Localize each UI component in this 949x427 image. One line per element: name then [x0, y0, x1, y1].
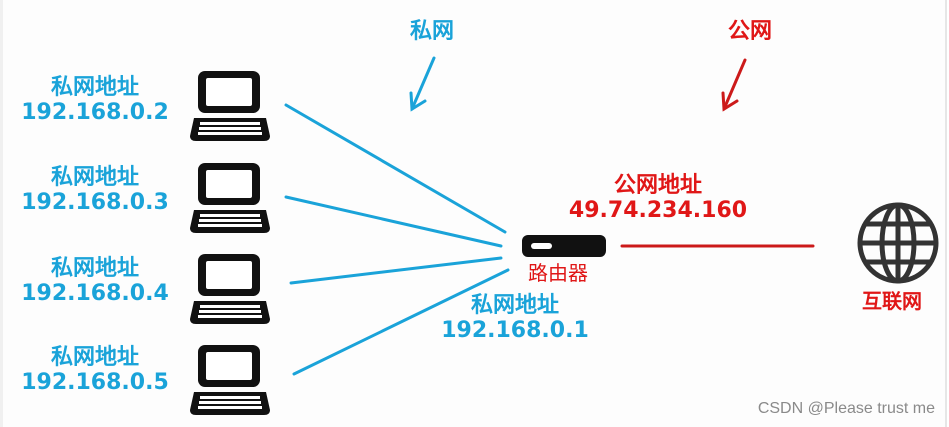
router-public-ip: 49.74.234.160 [568, 197, 748, 223]
pc1-address-block: 私网地址 192.168.0.2 [10, 75, 180, 125]
public-arrow-icon [721, 58, 747, 112]
router-private-label: 私网地址 [470, 293, 559, 318]
watermark: CSDN @Please trust me [757, 400, 935, 417]
globe-icon [857, 202, 939, 284]
router-public-address-block: 公网地址 49.74.234.160 [568, 173, 748, 223]
private-network-header: 私网 [410, 19, 455, 44]
pc3-ip: 192.168.0.4 [21, 280, 169, 306]
internet-label: 互联网 [862, 289, 922, 313]
computer-icon [190, 71, 270, 141]
pc2-ip: 192.168.0.3 [21, 189, 169, 215]
computer-icon [190, 345, 270, 415]
pc3-label: 私网地址 [50, 256, 139, 281]
link-pc3-router [289, 256, 503, 285]
pc3-address-block: 私网地址 192.168.0.4 [10, 256, 180, 306]
computer-icon [190, 254, 270, 324]
pc1-label: 私网地址 [50, 75, 139, 100]
pc1-ip: 192.168.0.2 [21, 99, 169, 125]
link-pc4-router [292, 268, 510, 376]
pc4-address-block: 私网地址 192.168.0.5 [10, 345, 180, 395]
router-private-address-block: 私网地址 192.168.0.1 [440, 293, 590, 343]
pc2-address-block: 私网地址 192.168.0.3 [10, 165, 180, 215]
pc4-ip: 192.168.0.5 [21, 369, 169, 395]
router-private-ip: 192.168.0.1 [441, 317, 589, 343]
pc2-label: 私网地址 [50, 165, 139, 190]
router-name: 路由器 [528, 261, 588, 285]
link-pc1-router [284, 103, 507, 234]
router-icon [522, 235, 606, 257]
computer-icon [190, 163, 270, 233]
link-pc2-router [284, 195, 503, 248]
pc4-label: 私网地址 [50, 345, 139, 370]
router-public-label: 公网地址 [613, 173, 702, 198]
public-network-header: 公网 [728, 19, 773, 44]
private-arrow-icon [409, 56, 436, 112]
